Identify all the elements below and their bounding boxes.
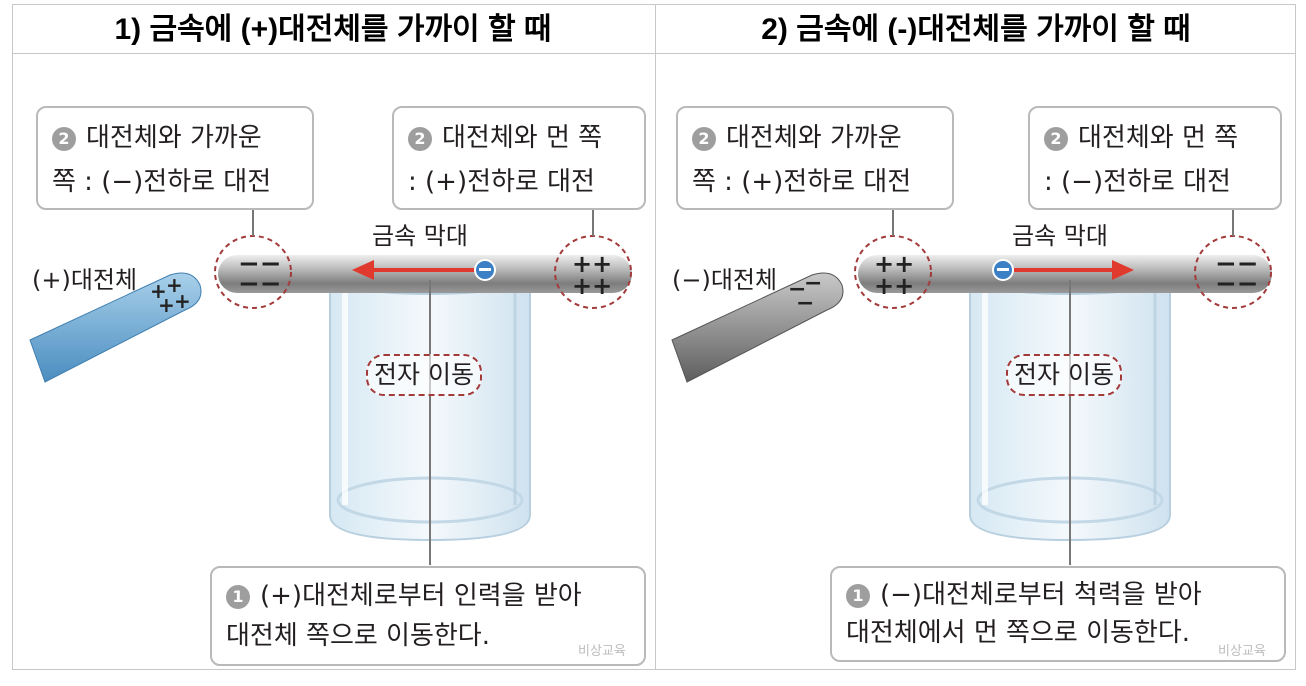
rod-label: 금속 막대 — [1012, 222, 1108, 250]
charger-charge: − — [804, 271, 822, 296]
step-2-badge: 2 — [1044, 127, 1068, 151]
panel-divider — [655, 4, 656, 670]
far-charges: ++++ — [572, 250, 612, 300]
publisher-watermark: 비상교육 — [578, 644, 626, 659]
step-1-text-2: 대전체에서 먼 쪽으로 이동한다. — [846, 618, 1191, 648]
step-2-badge: 2 — [408, 127, 432, 151]
panel-2-title: 2) 금속에 (-)대전체를 가까이 할 때 — [761, 13, 1191, 46]
step-1-badge: 1 — [226, 585, 250, 609]
far-side-text-2: : (+)전하로 대전 — [408, 167, 595, 197]
metal-rod — [858, 255, 1272, 293]
charger-charge: + — [158, 293, 175, 317]
near-side-text-2: 쪽 : (−)전하로 대전 — [52, 167, 272, 197]
electron-icon — [992, 259, 1014, 281]
svg-text:++: ++ — [874, 272, 914, 300]
charger-charge: + — [174, 289, 191, 313]
step-1-text-1: (+)대전체로부터 인력을 받아 — [260, 581, 582, 611]
svg-text:−−: −− — [1215, 249, 1259, 279]
near-side-text-1: 대전체와 가까운 — [86, 123, 262, 153]
near-charges: −−−− — [238, 249, 282, 299]
electron-icon — [474, 259, 496, 281]
far-side-callout: 2 대전체와 먼 쪽 : (−)전하로 대전 — [1028, 106, 1282, 210]
far-side-text-1: 대전체와 먼 쪽 — [1078, 123, 1239, 153]
step-1-callout: 1 (+)대전체로부터 인력을 받아 대전체 쪽으로 이동한다. — [210, 566, 646, 666]
svg-text:−−: −− — [238, 249, 282, 279]
svg-text:++: ++ — [572, 272, 612, 300]
near-side-callout: 2 대전체와 가까운 쪽 : (+)전하로 대전 — [676, 106, 954, 210]
near-charges: ++++ — [874, 250, 914, 300]
charger-charge: − — [788, 277, 806, 302]
charger-charge: + — [166, 273, 183, 297]
charger-label: (+)대전체 — [32, 266, 138, 294]
far-side-text-2: : (−)전하로 대전 — [1044, 167, 1231, 197]
electron-move-arrow — [1014, 260, 1134, 280]
svg-text:++: ++ — [572, 250, 612, 278]
step-2-badge: 2 — [52, 127, 76, 151]
svg-text:−−: −− — [1215, 269, 1259, 299]
panel-2-illustration: − − − ++++ −−−− — [671, 210, 1272, 565]
panel-1-illustration: + + + + −−−− ++++ — [29, 210, 632, 565]
far-side-callout: 2 대전체와 먼 쪽 : (+)전하로 대전 — [392, 106, 646, 210]
charger-charge: − — [796, 291, 814, 316]
svg-text:++: ++ — [874, 250, 914, 278]
header-divider — [12, 53, 1296, 54]
far-charges: −−−− — [1215, 249, 1259, 299]
svg-text:−−: −− — [238, 269, 282, 299]
electron-move-label: 전자 이동 — [366, 354, 482, 396]
metal-rod — [218, 255, 632, 293]
step-1-text-1: (−)대전체로부터 척력을 받아 — [880, 580, 1202, 610]
charger-label: (−)대전체 — [672, 266, 778, 294]
electron-move-label: 전자 이동 — [1006, 354, 1122, 396]
positive-charger: + + + + — [29, 272, 202, 383]
charger-charge: + — [150, 279, 167, 303]
panel-1-title: 1) 금속에 (+)대전체를 가까이 할 때 — [114, 13, 552, 46]
near-side-text-1: 대전체와 가까운 — [726, 123, 902, 153]
far-side-text-1: 대전체와 먼 쪽 — [442, 123, 603, 153]
figure-frame — [12, 4, 1296, 670]
near-side-text-2: 쪽 : (+)전하로 대전 — [692, 167, 912, 197]
step-2-badge: 2 — [692, 127, 716, 151]
negative-charger: − − − — [671, 271, 844, 383]
rod-label: 금속 막대 — [372, 222, 468, 250]
step-1-callout: 1 (−)대전체로부터 척력을 받아 대전체에서 먼 쪽으로 이동한다. — [830, 566, 1286, 662]
publisher-watermark: 비상교육 — [1218, 644, 1266, 659]
step-1-text-2: 대전체 쪽으로 이동한다. — [226, 621, 490, 651]
step-1-badge: 1 — [846, 584, 870, 608]
near-side-callout: 2 대전체와 가까운 쪽 : (−)전하로 대전 — [36, 106, 314, 210]
electron-move-arrow — [352, 260, 475, 280]
